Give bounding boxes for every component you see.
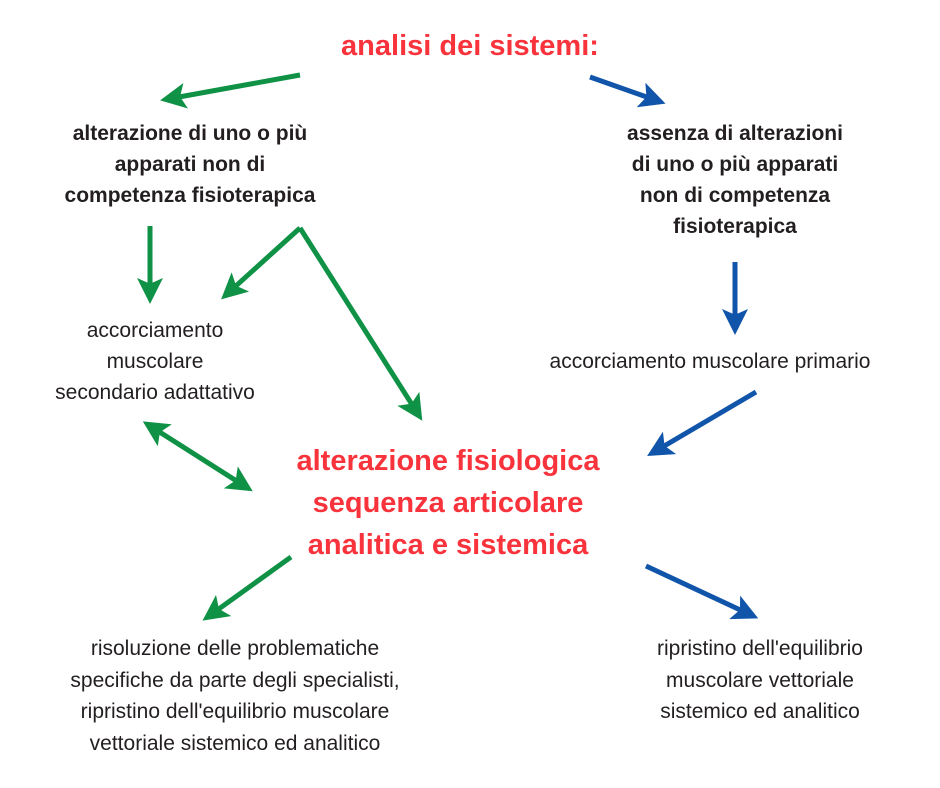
node-right-branch: assenza di alterazioni di uno o più appa… xyxy=(580,118,890,242)
connector-secondary-center-bidirectional xyxy=(142,421,253,492)
node-bottom-left-line-0: risoluzione delle problematiche xyxy=(90,637,380,660)
node-center-line-2: analitica e sistemica xyxy=(307,529,589,562)
node-secondary-shortening-line-0: accorciamento xyxy=(86,319,224,342)
node-bottom-left: risoluzione delle problematiche specific… xyxy=(10,633,460,759)
node-secondary-shortening-line-2: secondario adattativo xyxy=(55,381,255,405)
node-left-branch-line-0: alterazione di uno o più xyxy=(72,122,308,145)
node-title-line-0: analisi dei sistemi: xyxy=(341,30,599,62)
node-secondary-shortening-line-1: muscolare xyxy=(106,350,204,374)
node-right-branch-line-1: di uno o più apparati xyxy=(631,153,839,177)
node-bottom-right-line-1: muscolare vettoriale xyxy=(666,668,854,692)
node-right-branch-line-2: non di competenza xyxy=(639,184,831,208)
node-center: alterazione fisiologica sequenza articol… xyxy=(248,440,648,566)
node-title: analisi dei sistemi: xyxy=(220,26,720,66)
connector-center-to-bottom-right xyxy=(644,563,759,620)
connector-title-to-left-branch xyxy=(160,72,301,109)
connector-left-branch-fork-to-center xyxy=(297,226,423,421)
node-center-line-1: sequenza articolare xyxy=(312,487,584,520)
node-primary-shortening: accorciamento muscolare primario xyxy=(490,348,930,377)
connector-primary-to-center xyxy=(647,389,758,457)
node-center-line-0: alterazione fisiologica xyxy=(296,445,600,477)
node-bottom-left-line-1: specifiche da parte degli specialisti, xyxy=(70,668,400,692)
node-bottom-left-line-3: vettoriale sistemico ed analitico xyxy=(89,731,381,755)
node-right-branch-line-0: assenza di alterazioni xyxy=(627,122,843,145)
node-left-branch-line-1: apparati non di xyxy=(114,153,266,177)
node-bottom-right: ripristino dell'equilibrio muscolare vet… xyxy=(590,633,930,728)
node-bottom-right-line-2: sistemico ed analitico xyxy=(660,700,860,723)
node-right-branch-line-3: fisioterapica xyxy=(673,215,797,239)
node-secondary-shortening: accorciamento muscolare secondario adatt… xyxy=(0,315,310,408)
node-left-branch: alterazione di uno o più apparati non di… xyxy=(10,118,370,211)
node-bottom-left-line-2: ripristino dell'equilibrio muscolare xyxy=(80,700,390,723)
node-left-branch-line-2: competenza fisioterapica xyxy=(64,184,316,208)
connector-title-to-right-branch xyxy=(589,74,666,108)
connector-left-branch-fork-to-secondary xyxy=(221,226,302,300)
node-bottom-right-line-0: ripristino dell'equilibrio xyxy=(657,637,863,660)
node-primary-shortening-line-0: accorciamento muscolare primario xyxy=(549,350,871,373)
